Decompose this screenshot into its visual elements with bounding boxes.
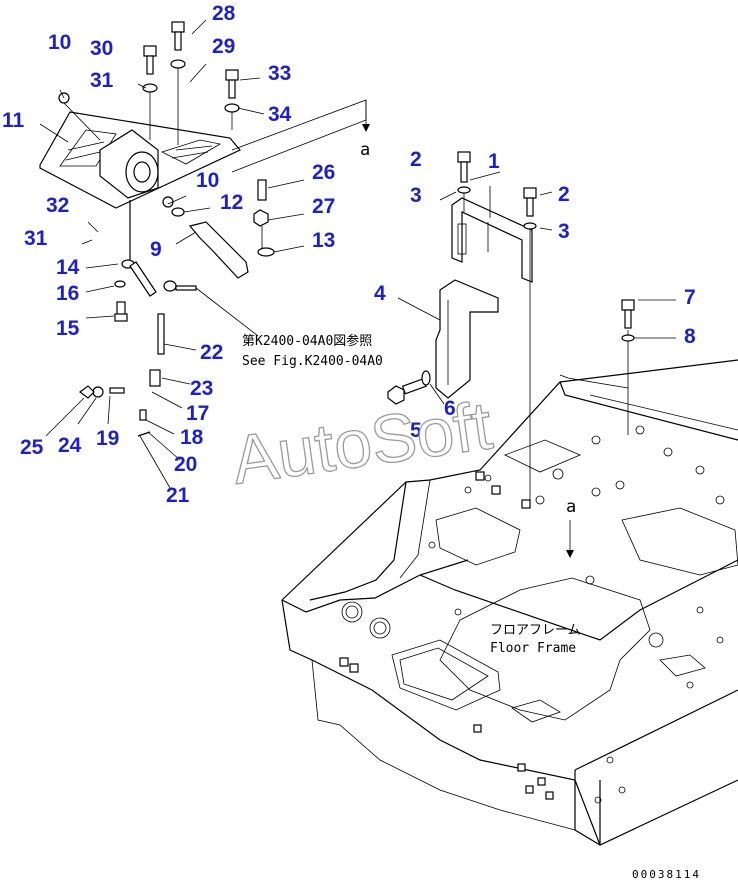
callout-28: 28 [212,2,236,25]
callout-15: 15 [56,317,80,340]
callout-33: 33 [268,62,291,85]
reference-note: 第K2400-04A0図参照 See Fig.K2400-04A0 [242,333,383,369]
callout-2b: 2 [558,183,570,206]
callout-2: 2 [410,148,422,171]
callout-10b: 10 [196,169,219,192]
callout-23: 23 [190,377,213,400]
callout-3: 3 [410,184,422,207]
bracket-1 [451,197,533,283]
callout-11: 11 [2,109,25,132]
callout-25: 25 [20,436,44,459]
section-label: a [360,140,370,160]
callout-4: 4 [374,282,386,305]
reference-note-en: See Fig.K2400-04A0 [242,354,383,369]
callout-30: 30 [90,37,113,60]
callout-20: 20 [174,453,197,476]
callout-19: 19 [96,427,119,450]
reference-note-jp: 第K2400-04A0図参照 [242,333,372,349]
callout-10: 10 [48,31,71,54]
floor-frame-label-en: Floor Frame [490,641,576,656]
callout-29: 29 [212,35,235,58]
callout-17: 17 [186,402,209,425]
callout-16: 16 [56,282,79,305]
callout-21: 21 [166,484,190,507]
callout-26: 26 [312,161,335,184]
callout-6: 6 [444,397,456,420]
callout-22: 22 [200,341,223,364]
callout-31: 31 [90,69,114,92]
callout-14: 14 [56,256,80,279]
callout-18: 18 [180,426,204,449]
callout-34: 34 [268,103,292,126]
callout-3b: 3 [558,220,570,243]
drawing-code: 00038114 [632,868,701,881]
leader-lines [39,19,676,489]
section-a-bottom: a [566,497,576,558]
callout-31b: 31 [24,227,48,250]
callout-24: 24 [58,434,82,457]
callout-5: 5 [410,419,422,442]
watermark: AutoSoft [228,387,497,499]
hinge-bolts [142,21,240,145]
callout-12: 12 [220,191,243,214]
callout-32: 32 [46,194,69,217]
callouts: 1 2 3 2 3 4 5 6 7 8 9 10 10 11 12 13 14 … [2,2,696,507]
link-arm-9 [162,179,275,279]
section-label: a [566,497,576,517]
callout-1: 1 [488,150,500,173]
callout-27: 27 [312,195,335,218]
floor-frame-label-jp: フロアフレーム [490,623,581,638]
control-rod [79,200,259,437]
callout-8: 8 [684,325,696,348]
callout-9: 9 [150,238,162,261]
floor-frame-label: フロアフレーム Floor Frame [490,623,581,656]
callout-13: 13 [312,229,335,252]
floor-frame [281,330,738,846]
bracket-bolts [387,151,635,500]
section-a-top: a [231,99,370,173]
bracket-4 [435,279,499,399]
callout-7: 7 [684,286,696,309]
